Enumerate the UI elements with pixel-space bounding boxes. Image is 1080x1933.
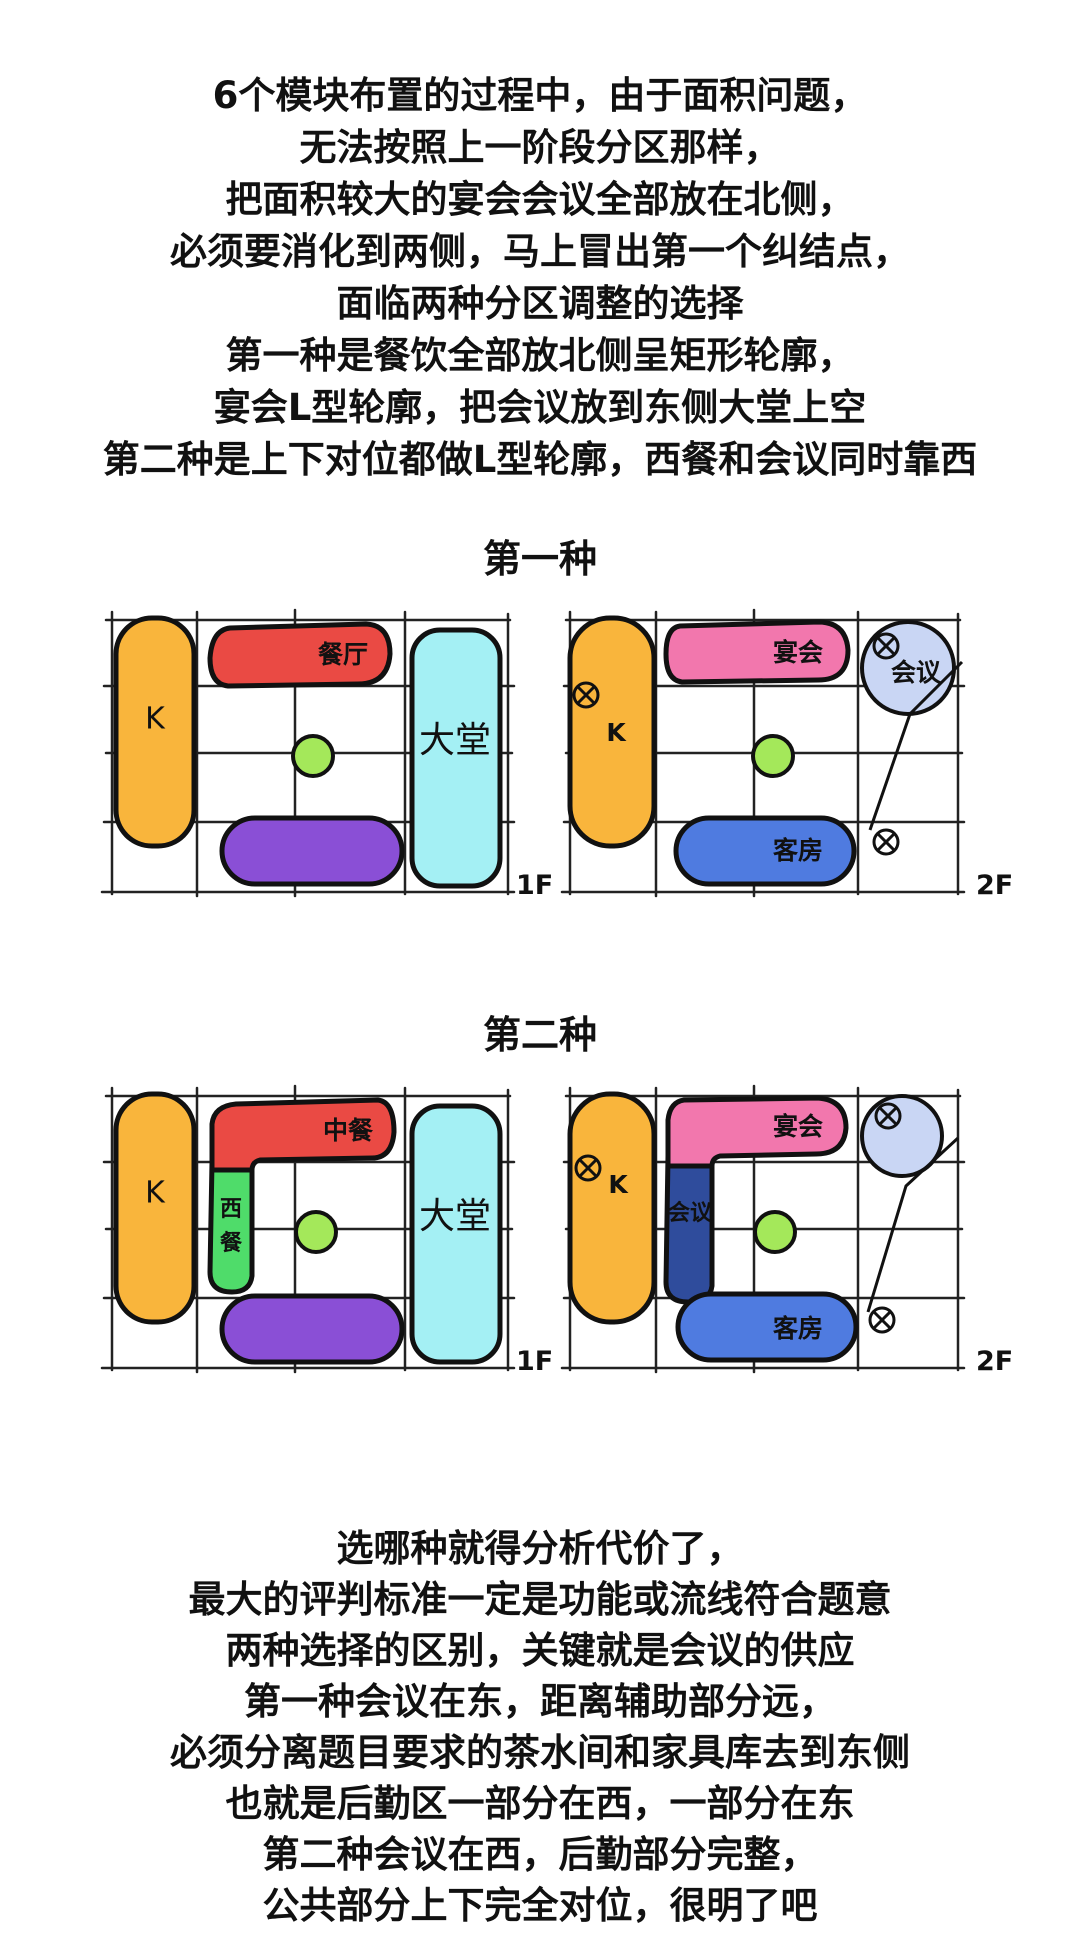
scheme1-floor2-plan: K 宴会 会议 客房 2F — [560, 608, 1013, 901]
meeting-label: 会议 — [668, 1200, 713, 1226]
stair-x-icon — [874, 1102, 902, 1130]
rooms-block — [675, 1291, 859, 1363]
kitchen-block — [567, 1091, 657, 1325]
scheme1-floor1-plan: K 餐厅 大堂 1F — [100, 608, 553, 901]
lobby-block — [409, 627, 503, 889]
kitchen-block — [113, 1091, 197, 1325]
rooms-label: 客房 — [773, 836, 823, 865]
scheme2-floor2-plan: K 会议 宴会 客房 2F — [560, 1084, 1013, 1377]
intro-line: 第二种是上下对位都做L型轮廓，西餐和会议同时靠西 — [102, 438, 978, 481]
conclusion-line: 选哪种就得分析代价了， — [336, 1527, 744, 1570]
purple-block — [219, 815, 405, 887]
chinese-restaurant-block — [209, 1097, 397, 1173]
floor-label: 1F — [516, 1346, 553, 1377]
western-restaurant-block — [207, 1159, 255, 1295]
core-circle — [291, 734, 335, 778]
kitchen-label: K — [145, 702, 166, 737]
chinese-restaurant-label: 中餐 — [323, 1116, 374, 1145]
kitchen-label: K — [145, 1176, 166, 1211]
meeting-block — [663, 1153, 715, 1305]
rooms-block — [673, 815, 857, 887]
stair-circle — [860, 1094, 944, 1178]
scheme2-floor1-plan: K 西 餐 中餐 大堂 1F — [100, 1084, 553, 1377]
lobby-label: 大堂 — [419, 1196, 491, 1237]
floor-label: 1F — [516, 870, 553, 901]
intro-line: 无法按照上一阶段分区那样， — [299, 126, 781, 169]
intro-line: 第一种是餐饮全部放北侧呈矩形轮廓， — [225, 334, 855, 377]
banquet-label: 宴会 — [773, 1112, 823, 1141]
stair-x-icon — [872, 828, 900, 856]
conclusion-paragraph: 选哪种就得分析代价了， 最大的评判标准一定是功能或流线符合题意 两种选择的区别，… — [0, 1523, 1080, 1931]
conclusion-line: 公共部分上下完全对位，很明了吧 — [262, 1884, 818, 1927]
conclusion-line: 第一种会议在东，距离辅助部分远， — [244, 1680, 836, 1723]
stair-x-icon — [868, 1306, 896, 1334]
restaurant-block — [207, 621, 393, 689]
kitchen-label: K — [606, 718, 627, 747]
banquet-block — [665, 1095, 849, 1169]
stair-x-icon — [872, 632, 900, 660]
kitchen-label: K — [608, 1170, 629, 1199]
kitchen-block — [567, 615, 657, 849]
floor-label: 2F — [976, 870, 1013, 901]
purple-block — [219, 1293, 405, 1365]
lobby-label: 大堂 — [419, 720, 491, 761]
kitchen-block — [113, 615, 197, 849]
intro-paragraph: 6个模块布置的过程中，由于面积问题， 无法按照上一阶段分区那样， 把面积较大的宴… — [0, 70, 1080, 486]
core-circle — [751, 734, 795, 778]
western-label-top: 西 — [220, 1197, 242, 1222]
western-label-bottom: 餐 — [220, 1231, 243, 1256]
conclusion-line: 两种选择的区别，关键就是会议的供应 — [225, 1629, 855, 1672]
banquet-label: 宴会 — [773, 638, 823, 667]
conclusion-line: 也就是后勤区一部分在西，一部分在东 — [225, 1782, 855, 1825]
conclusion-line: 第二种会议在西，后勤部分完整， — [262, 1833, 818, 1876]
core-circle — [753, 1210, 797, 1254]
meeting-label: 会议 — [891, 658, 942, 687]
stair-line — [868, 660, 964, 831]
intro-line: 把面积较大的宴会会议全部放在北侧， — [225, 178, 855, 221]
scheme1-title: 第一种 — [482, 537, 597, 581]
rooms-label: 客房 — [773, 1314, 823, 1343]
restaurant-label: 餐厅 — [318, 640, 368, 669]
intro-line: 面临两种分区调整的选择 — [336, 282, 744, 325]
core-circle — [294, 1210, 338, 1254]
stair-x-icon — [574, 1154, 602, 1182]
lobby-block — [409, 1103, 503, 1365]
floor-label: 2F — [976, 1346, 1013, 1377]
intro-line: 6个模块布置的过程中，由于面积问题， — [212, 74, 868, 117]
intro-line: 必须要消化到两侧，马上冒出第一个纠结点， — [170, 230, 910, 273]
intro-line: 宴会L型轮廓，把会议放到东侧大堂上空 — [213, 386, 867, 429]
banquet-block — [663, 619, 851, 685]
scheme2-title: 第二种 — [482, 1013, 597, 1057]
stair-x-icon — [572, 681, 600, 709]
stair-line — [866, 1136, 960, 1313]
conclusion-line: 最大的评判标准一定是功能或流线符合题意 — [188, 1578, 892, 1621]
conclusion-line: 必须分离题目要求的茶水间和家具库去到东侧 — [170, 1731, 910, 1774]
